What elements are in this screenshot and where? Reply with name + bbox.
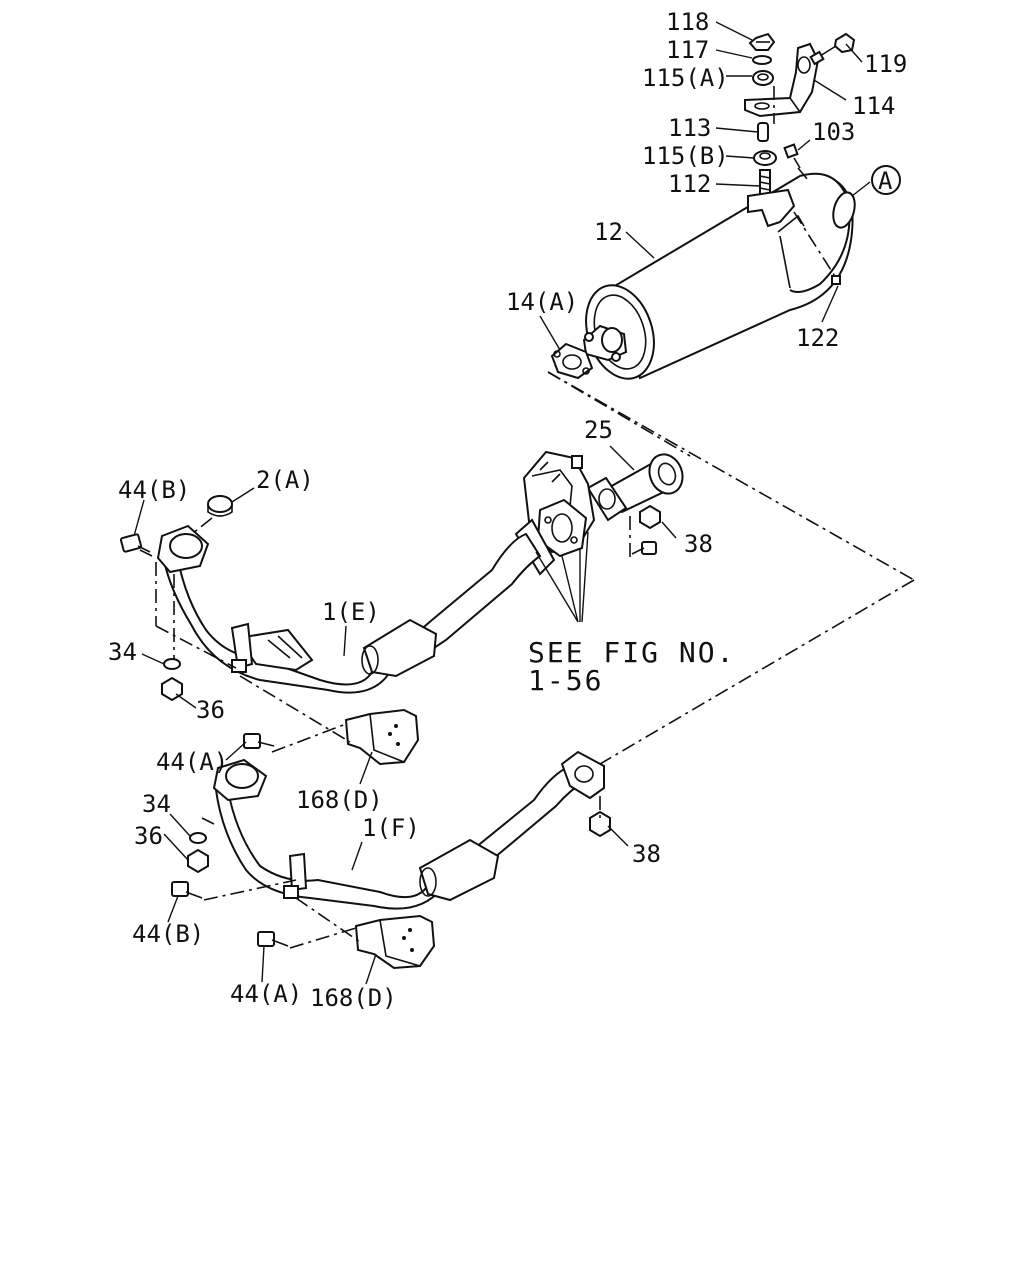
reference-a-label: A (878, 167, 893, 195)
label-44b-top: 44(B) (118, 476, 190, 504)
leader-lines (133, 21, 871, 985)
rubber-mount-115a-icon (752, 70, 774, 86)
label-112: 112 (668, 170, 711, 198)
label-117: 117 (666, 36, 709, 64)
label-36-top: 36 (196, 696, 225, 724)
label-168d-bot: 168(D) (310, 984, 397, 1012)
washer-117-icon (752, 55, 772, 65)
label-34-bot: 34 (142, 790, 171, 818)
label-2a: 2(A) (256, 466, 314, 494)
reference-a-marker: A (871, 165, 901, 195)
nut-36-bot-icon (187, 848, 209, 874)
label-12: 12 (594, 218, 623, 246)
label-122: 122 (796, 324, 839, 352)
bolt-44a-mid-icon (243, 733, 275, 749)
bolt-103-icon (783, 143, 801, 169)
hanger-fasteners (744, 32, 856, 201)
bolt-38-stud-icon (631, 541, 657, 555)
pipe-25-icon (586, 453, 684, 522)
see-figure-note-line1: SEE FIG NO. (528, 636, 735, 669)
nut-119-icon (809, 32, 856, 66)
label-1e: 1(E) (322, 598, 380, 626)
bracket-168d-top-icon (344, 708, 420, 766)
assembly-lines (155, 86, 915, 949)
muffler-12-icon (582, 172, 856, 380)
pipe-1e-icon (156, 524, 542, 694)
label-115a: 115(A) (642, 64, 729, 92)
label-44a-mid: 44(A) (156, 748, 228, 776)
label-168d-top: 168(D) (296, 786, 383, 814)
seal-ring-2a-icon (207, 495, 233, 517)
bolt-44b-top-icon (119, 533, 153, 557)
label-38-bot: 38 (632, 840, 661, 868)
label-119: 119 (864, 50, 907, 78)
bolt-44a-bot-icon (257, 931, 289, 947)
label-1f: 1(F) (362, 814, 420, 842)
nut-118-icon (748, 32, 776, 51)
label-36-bot: 36 (134, 822, 163, 850)
label-115b: 115(B) (642, 142, 729, 170)
nut-38-top-icon (639, 504, 661, 530)
label-25: 25 (584, 416, 613, 444)
label-118: 118 (666, 8, 709, 36)
see-figure-note: SEE FIG NO. 1-56 (528, 636, 735, 697)
label-113: 113 (668, 114, 711, 142)
label-103: 103 (812, 118, 855, 146)
label-38-top: 38 (684, 530, 713, 558)
label-14a: 14(A) (506, 288, 578, 316)
washer-34-bot-icon (189, 832, 207, 844)
collar-113-icon (757, 122, 769, 142)
bolt-44b-bot-icon (171, 881, 203, 899)
label-114: 114 (852, 92, 895, 120)
rubber-mount-115b-icon (753, 150, 777, 166)
label-44a-bot: 44(A) (230, 980, 302, 1008)
see-figure-note-line2: 1-56 (528, 664, 603, 697)
label-44b-bot: 44(B) (132, 920, 204, 948)
pipe-1f-icon (212, 750, 605, 910)
nut-38-bot-icon (589, 810, 611, 838)
gasket-14a-icon (550, 342, 594, 380)
washer-34-top-icon (163, 658, 181, 670)
bracket-168d-bot-icon (354, 914, 436, 970)
label-34-top: 34 (108, 638, 137, 666)
part-labels: 118 117 115(A) 119 114 113 103 115(B) 11… (108, 8, 907, 1012)
